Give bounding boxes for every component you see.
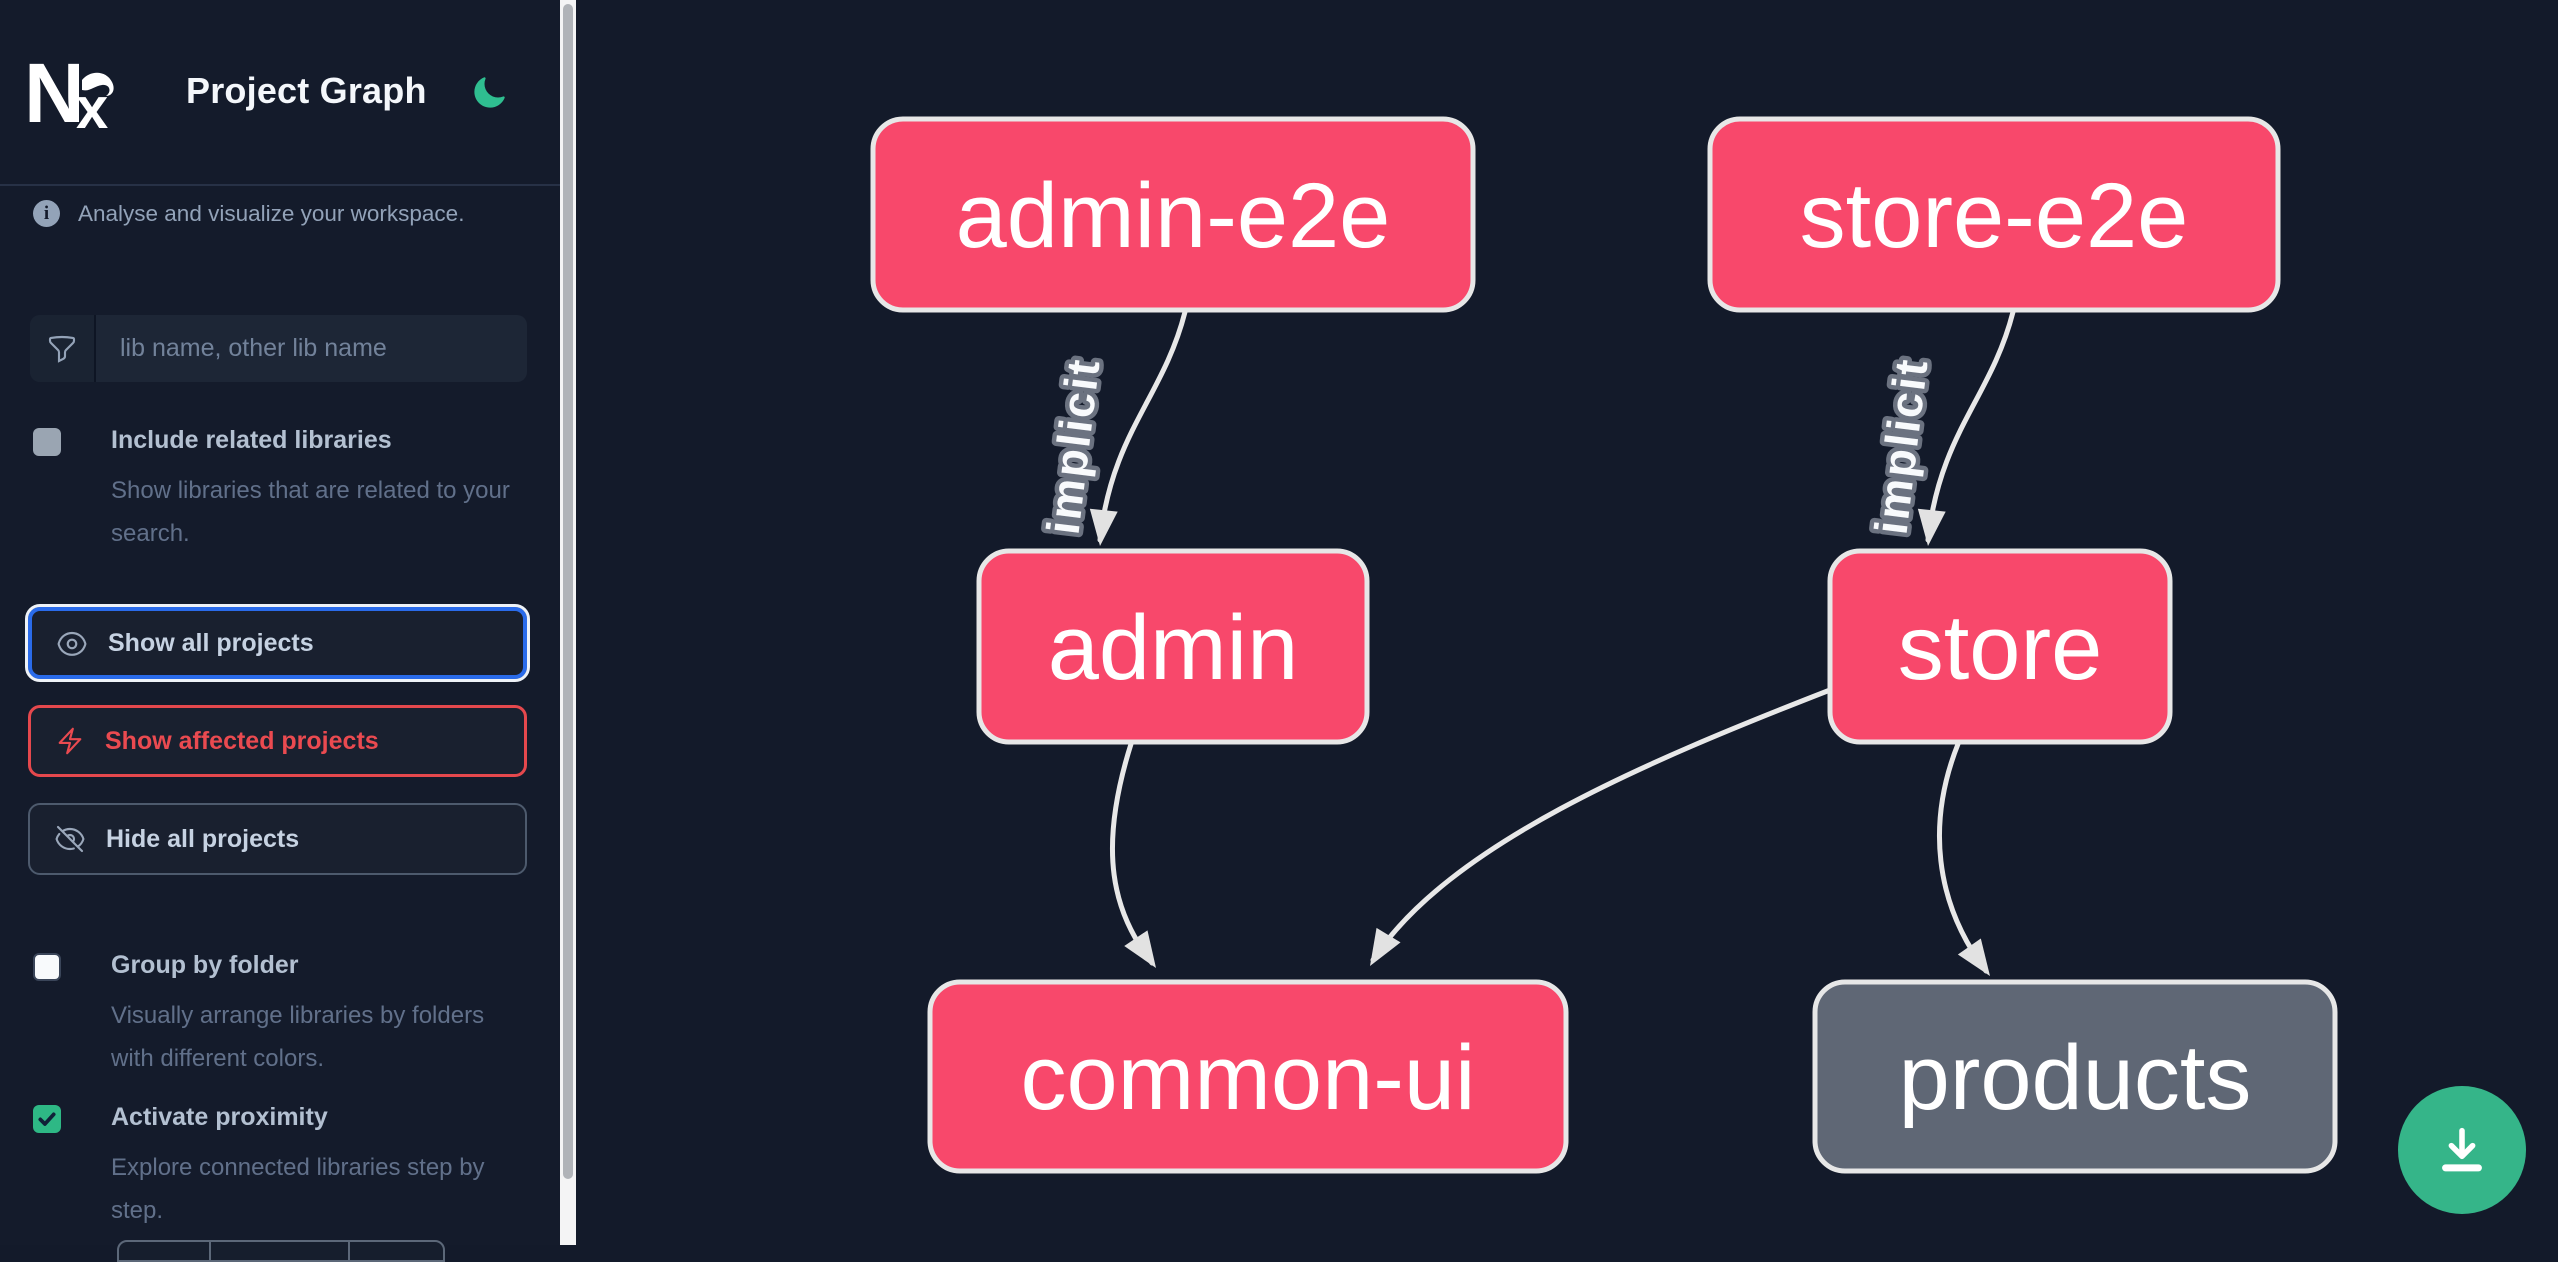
divider: [0, 184, 560, 186]
svg-text:products: products: [1899, 1027, 2252, 1129]
sidebar-scrollbar[interactable]: [560, 0, 576, 1245]
edge-store-common-ui[interactable]: [1370, 687, 1833, 963]
node-products[interactable]: products: [1812, 979, 2338, 1174]
workspace-tagline: i Analyse and visualize your workspace.: [33, 200, 533, 227]
edge-store-e2e-store[interactable]: [1925, 309, 2016, 543]
button-label: Show affected projects: [105, 726, 379, 755]
show-affected-projects-button[interactable]: Show affected projects: [28, 705, 527, 777]
svg-text:x: x: [76, 76, 108, 132]
show-all-projects-button[interactable]: Show all projects: [25, 604, 530, 682]
sidebar: N x Project Graph i Analyse and visualiz…: [0, 0, 560, 1262]
node-store-e2e[interactable]: store-e2e: [1707, 116, 2281, 313]
edge-admin-e2e-admin[interactable]: [1097, 309, 1188, 543]
toggle-label: Activate proximity: [111, 1103, 328, 1131]
toggle-label: Group by folder: [111, 951, 299, 979]
check-icon: [38, 1112, 56, 1126]
theme-toggle-button[interactable]: [469, 74, 509, 114]
search-input[interactable]: [96, 315, 527, 382]
page-title: Project Graph: [186, 70, 427, 111]
toggle-label: Include related libraries: [111, 426, 392, 454]
library-filter: [30, 315, 527, 382]
node-admin-e2e[interactable]: admin-e2e: [870, 116, 1476, 313]
download-icon: [2442, 1127, 2482, 1172]
toggle-description: Visually arrange libraries by folders wi…: [111, 1002, 485, 1072]
arrowhead: [1917, 508, 1946, 546]
include-related-checkbox[interactable]: [33, 428, 61, 456]
toggle-include-related: Include related libraries Show libraries…: [33, 426, 533, 555]
button-label: Hide all projects: [106, 824, 300, 853]
node-common-ui[interactable]: common-ui: [927, 979, 1569, 1174]
nx-logo: N x: [28, 52, 114, 132]
bolt-icon: [58, 727, 82, 755]
toggle-activate-proximity: Activate proximity Explore connected lib…: [33, 1103, 533, 1232]
button-label: Show all projects: [108, 628, 314, 657]
arrowhead: [1124, 930, 1156, 968]
segmented-control-partial[interactable]: [117, 1240, 445, 1262]
arrowhead: [1957, 938, 1990, 976]
project-graph-canvas[interactable]: implicit implicit admin-e2e store-e2e ad…: [576, 0, 2558, 1245]
arrowhead: [1089, 508, 1118, 546]
eye-slash-icon: [55, 825, 85, 853]
arrowhead: [1370, 927, 1401, 966]
eye-icon: [57, 631, 87, 656]
tagline-text: Analyse and visualize your workspace.: [78, 201, 465, 226]
svg-text:admin-e2e: admin-e2e: [956, 165, 1391, 267]
dependency-graph: implicit implicit admin-e2e store-e2e ad…: [870, 116, 2338, 1174]
funnel-icon: [30, 315, 96, 382]
info-icon: i: [33, 200, 60, 227]
svg-text:admin: admin: [1048, 597, 1299, 699]
scrollbar-thumb[interactable]: [563, 4, 573, 1179]
toggle-group-by-folder: Group by folder Visually arrange librari…: [33, 951, 533, 1080]
group-by-folder-checkbox[interactable]: [33, 953, 61, 981]
svg-text:store-e2e: store-e2e: [1800, 165, 2189, 267]
toggle-description: Explore connected libraries step by step…: [111, 1154, 485, 1224]
toggle-description: Show libraries that are related to your …: [111, 477, 510, 547]
node-admin[interactable]: admin: [976, 548, 1370, 745]
svg-text:N: N: [28, 52, 85, 132]
svg-text:store: store: [1898, 597, 2103, 699]
download-image-button[interactable]: [2398, 1086, 2526, 1214]
hide-all-projects-button[interactable]: Hide all projects: [28, 803, 527, 875]
edge-admin-common-ui[interactable]: [1109, 741, 1155, 966]
svg-text:common-ui: common-ui: [1020, 1027, 1475, 1129]
moon-icon: [474, 76, 505, 108]
activate-proximity-checkbox[interactable]: [33, 1105, 61, 1133]
node-store[interactable]: store: [1827, 548, 2173, 745]
edge-store-products[interactable]: [1937, 741, 1989, 974]
